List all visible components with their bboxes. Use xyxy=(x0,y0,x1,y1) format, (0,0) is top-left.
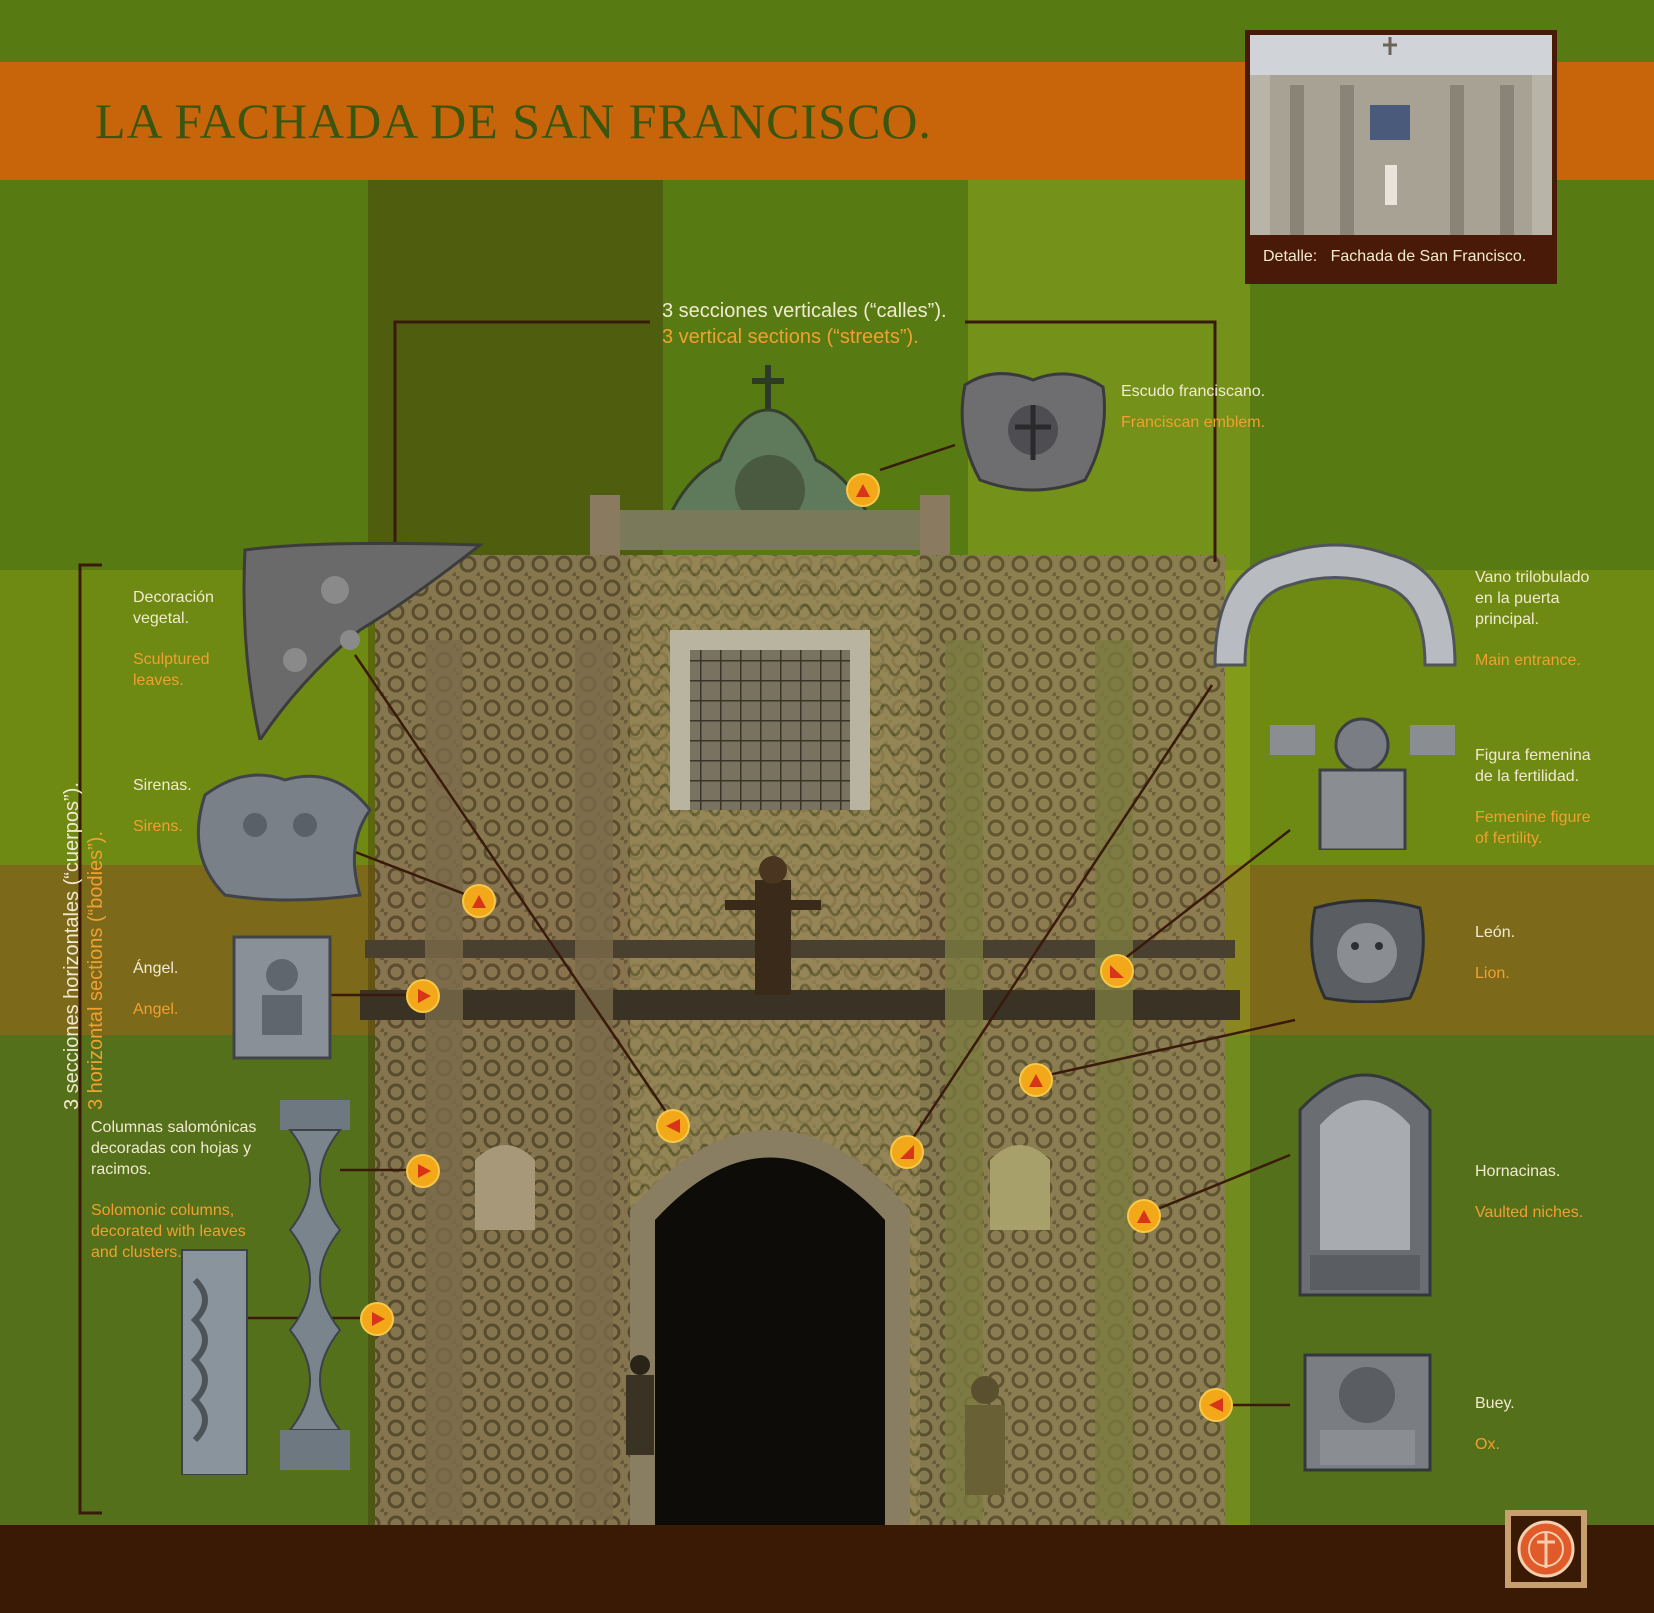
label-hornacinas-en: Vaulted niches. xyxy=(1475,1204,1584,1221)
label-columnas: Columnas salomónicas decoradas con hojas… xyxy=(91,1117,256,1263)
label-vano-es-3: principal. xyxy=(1475,611,1540,628)
triangle-marker-icon[interactable] xyxy=(1201,1390,1231,1420)
label-vegetal: Decoración vegetal. Sculptured leaves. xyxy=(133,587,214,691)
footer-band xyxy=(0,1525,1654,1613)
horizontal-sections-en: 3 horizontal sections (“bodies”). xyxy=(85,830,107,1110)
label-figura-en-1: Femenine figure xyxy=(1475,809,1591,826)
triangle-marker-icon[interactable] xyxy=(408,981,438,1011)
lion-image xyxy=(1310,899,1425,1003)
label-buey: Buey. Ox. xyxy=(1475,1393,1515,1455)
detail-photo-frame: Detalle: Fachada de San Francisco. xyxy=(1245,30,1557,284)
label-figura: Figura femenina de la fertilidad. Femeni… xyxy=(1475,745,1591,849)
label-escudo-es: Escudo franciscano. xyxy=(1121,383,1266,400)
university-seal-icon xyxy=(1511,1516,1581,1582)
label-leon: León. Lion. xyxy=(1475,922,1515,984)
ox-image xyxy=(1303,1353,1432,1472)
triangle-marker-icon[interactable] xyxy=(408,1156,438,1186)
angel-image xyxy=(232,935,332,1060)
solomonic-columns-image xyxy=(181,1100,350,1475)
label-leon-en: Lion. xyxy=(1475,965,1510,982)
label-columnas-es-2: decoradas con hojas y xyxy=(91,1140,252,1157)
label-columnas-es-1: Columnas salomónicas xyxy=(91,1119,257,1136)
sculptured-leaves-image xyxy=(242,541,485,740)
label-vano-en: Main entrance. xyxy=(1475,652,1581,669)
label-angel-en: Angel. xyxy=(133,1001,179,1018)
page-title: LA FACHADA DE SAN FRANCISCO. xyxy=(95,93,932,149)
label-sirenas-es: Sirenas. xyxy=(133,777,192,794)
label-columnas-en-1: Solomonic columns, xyxy=(91,1202,235,1219)
horizontal-sections-label: 3 secciones horizontales (“cuerpos”). 3 … xyxy=(60,782,108,1110)
label-vano: Vano trilobulado en la puerta principal.… xyxy=(1475,567,1589,671)
label-leon-es: León. xyxy=(1475,924,1516,941)
label-angel-es: Ángel. xyxy=(133,960,179,977)
triangle-marker-icon[interactable] xyxy=(464,886,494,916)
vaulted-niche-image xyxy=(1298,1073,1432,1297)
label-figura-en-2: of fertility. xyxy=(1475,830,1543,847)
label-hornacinas-es: Hornacinas. xyxy=(1475,1163,1561,1180)
label-escudo-en: Franciscan emblem. xyxy=(1121,414,1266,431)
seal-frame xyxy=(1505,1510,1587,1588)
label-buey-es: Buey. xyxy=(1475,1395,1515,1412)
label-vano-es-1: Vano trilobulado xyxy=(1475,569,1590,586)
detail-caption-text: Fachada de San Francisco. xyxy=(1330,248,1527,265)
label-columnas-en-3: and clusters. xyxy=(91,1244,182,1261)
triangle-marker-icon[interactable] xyxy=(362,1304,392,1334)
label-buey-en: Ox. xyxy=(1475,1436,1500,1453)
label-sirenas-en: Sirens. xyxy=(133,818,183,835)
sirens-image xyxy=(196,773,372,902)
label-figura-es-2: de la fertilidad. xyxy=(1475,768,1580,785)
label-vano-es-2: en la puerta xyxy=(1475,590,1560,607)
label-hornacinas: Hornacinas. Vaulted niches. xyxy=(1475,1161,1583,1223)
label-columnas-es-3: racimos. xyxy=(91,1161,152,1178)
detail-caption-prefix: Detalle: xyxy=(1263,248,1318,265)
label-angel: Ángel. Angel. xyxy=(133,958,178,1020)
horizontal-sections-es: 3 secciones horizontales (“cuerpos”). xyxy=(61,782,83,1110)
vertical-sections-es: 3 secciones verticales (“calles”). xyxy=(662,300,947,322)
label-escudo: Escudo franciscano. Franciscan emblem. xyxy=(1121,381,1265,433)
detail-caption: Detalle: Fachada de San Francisco. xyxy=(1263,248,1526,266)
label-figura-es-1: Figura femenina xyxy=(1475,747,1591,764)
triangle-marker-icon[interactable] xyxy=(1102,956,1132,986)
triangle-marker-icon[interactable] xyxy=(1021,1065,1051,1095)
label-vegetal-en-1: Sculptured xyxy=(133,651,210,668)
facade-detail-photo xyxy=(1250,35,1552,235)
label-vegetal-es-2: vegetal. xyxy=(133,610,190,627)
label-sirenas: Sirenas. Sirens. xyxy=(133,775,192,837)
trilobed-arch-image xyxy=(1213,543,1457,667)
fertility-figure-image xyxy=(1270,717,1455,850)
triangle-marker-icon[interactable] xyxy=(658,1111,688,1141)
label-vegetal-es-1: Decoración xyxy=(133,589,214,606)
label-columnas-en-2: decorated with leaves xyxy=(91,1223,246,1240)
triangle-marker-icon[interactable] xyxy=(848,475,878,505)
label-vegetal-en-2: leaves. xyxy=(133,672,184,689)
vertical-sections-label: 3 secciones verticales (“calles”). 3 ver… xyxy=(662,298,947,350)
triangle-marker-icon[interactable] xyxy=(892,1137,922,1167)
facade-illustration xyxy=(360,365,1240,1525)
vertical-sections-en: 3 vertical sections (“streets”). xyxy=(662,326,919,348)
triangle-marker-icon[interactable] xyxy=(1129,1201,1159,1231)
franciscan-emblem-image xyxy=(960,372,1107,492)
